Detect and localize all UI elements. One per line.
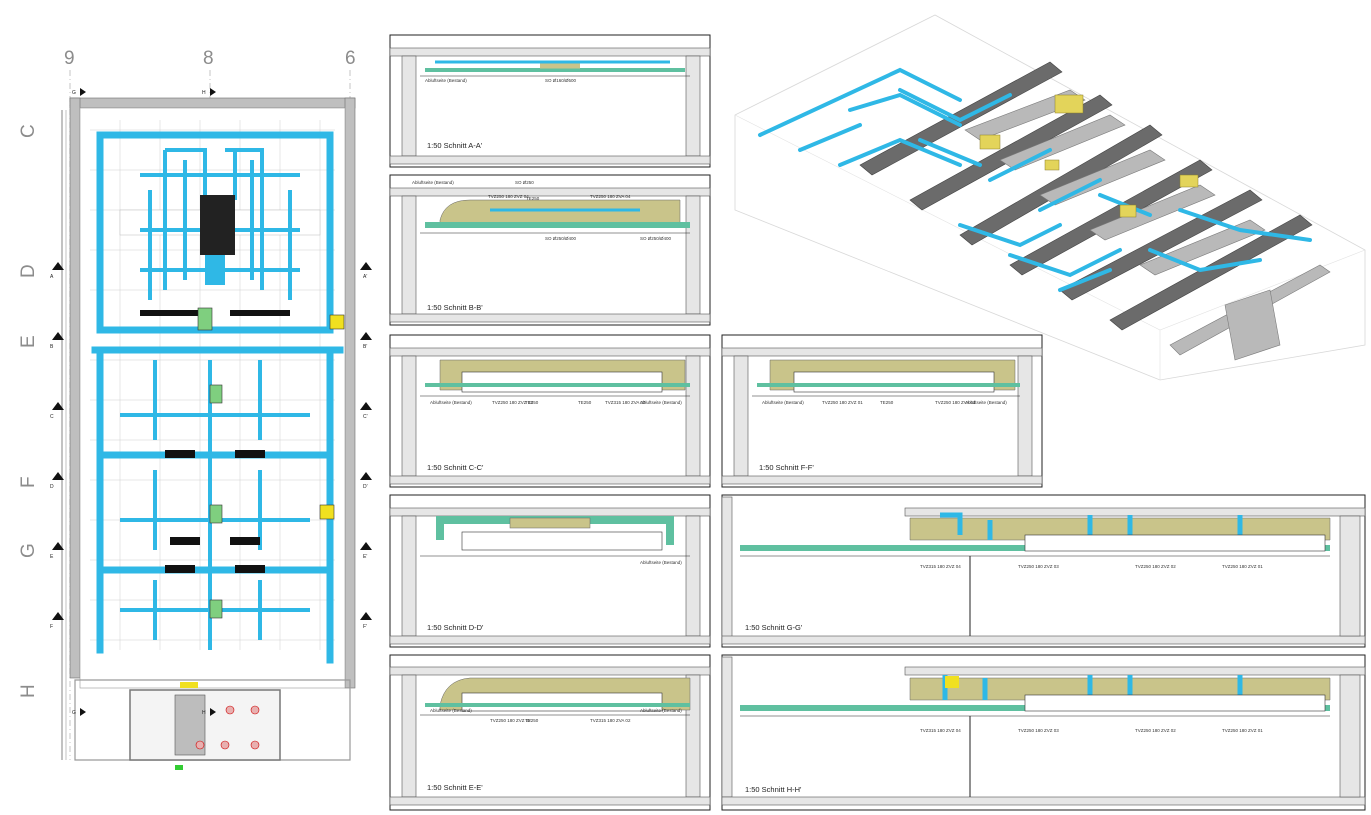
- section-gg: TVZ315 180 ZVZ 04 TVZ250 180 ZVZ 03 TVZ2…: [721, 494, 1366, 648]
- section-mark-A-prime: A': [363, 274, 367, 280]
- section-hh: TVZ315 180 ZVZ 04 TVZ250 180 ZVZ 03 TVZ2…: [721, 654, 1366, 811]
- section-ff: Abluftseite (Bestand) TVZ250 180 ZVZ 01 …: [721, 334, 1043, 488]
- section-mark-E-prime: E': [363, 554, 367, 560]
- bb-label-te: TE250: [526, 196, 540, 201]
- bb-label-so-2: SO Ø250/Ø400: [545, 236, 577, 241]
- cut-mark-G-top: G: [72, 90, 76, 96]
- section-bb-title: 1:50 Schnitt B-B': [427, 303, 483, 312]
- cc-label-te-2: TE250: [578, 400, 592, 405]
- section-mark-F: F: [50, 624, 53, 630]
- bb-label-exhaust: Abluftseite (Bestand): [412, 180, 454, 185]
- gg-label-3: TVZ250 180 ZVZ 02: [1135, 564, 1176, 569]
- cc-label-exhaust-1: Abluftseite (Bestand): [430, 400, 472, 405]
- section-marks: A A' B B' C C' D D': [50, 262, 372, 630]
- axis-label-H: H: [18, 684, 39, 698]
- cut-mark-G-bottom: G: [72, 710, 76, 716]
- section-ee: Abluftseite (Bestand) TVZ250 180 ZVZ 02 …: [389, 654, 711, 811]
- axis-label-D: D: [18, 264, 39, 278]
- dd-label-exhaust: Abluftseite (Bestand): [640, 560, 682, 565]
- bb-label-tvz-zvz: TVZ250 180 ZVZ 04: [488, 194, 529, 199]
- ff-label-exhaust-1: Abluftseite (Bestand): [762, 400, 804, 405]
- hh-label-2: TVZ250 180 ZVZ 03: [1018, 728, 1059, 733]
- section-ff-title: 1:50 Schnitt F-F': [759, 463, 814, 472]
- aa-label-exhaust: Abluftseite (Bestand): [425, 78, 467, 83]
- cc-label-tvz-zva: TVZ315 180 ZVA 03: [605, 400, 646, 405]
- cut-mark-H-top: H: [202, 90, 206, 96]
- ee-label-te: TE250: [525, 718, 539, 723]
- section-ee-title: 1:50 Schnitt E-E': [427, 783, 483, 792]
- axis-label-G: G: [18, 543, 39, 558]
- axis-side-labels: C D E F G H: [18, 124, 39, 698]
- section-dd: Abluftseite (Bestand) 1:50 Schnitt D-D': [389, 494, 711, 648]
- bb-label-so-3: SO Ø250/Ø400: [640, 236, 672, 241]
- bb-label-tvz-zva: TVZ250 180 ZVA 04: [590, 194, 631, 199]
- ff-label-te: TE250: [880, 400, 894, 405]
- ee-label-exhaust-1: Abluftseite (Bestand): [430, 708, 472, 713]
- axis-label-6: 6: [345, 48, 356, 69]
- section-mark-E: E: [50, 554, 54, 560]
- section-cc: Abluftseite (Bestand) TVZ250 180 ZVZ 03 …: [389, 334, 711, 488]
- section-mark-C-prime: C': [363, 414, 368, 420]
- floor-plan: 9 8 6 C D E F G H G H: [18, 48, 372, 770]
- ee-label-tvz-zvz: TVZ250 180 ZVZ 02: [490, 718, 531, 723]
- aa-label-so: SO Ø160/Ø500: [545, 78, 577, 83]
- section-bb: Abluftseite (Bestand) TVZ250 180 ZVZ 04 …: [389, 174, 711, 326]
- section-mark-B-prime: B': [363, 344, 367, 350]
- hh-label-1: TVZ315 180 ZVZ 04: [920, 728, 961, 733]
- section-mark-A: A: [50, 274, 54, 280]
- section-hh-title: 1:50 Schnitt H-H': [745, 785, 802, 794]
- ee-label-tvz-zva: TVZ315 180 ZVA 02: [590, 718, 631, 723]
- section-aa: Abluftseite (Bestand) SO Ø160/Ø500 1:50 …: [389, 34, 711, 168]
- bb-label-so: SO Ø250: [515, 180, 534, 185]
- hh-label-3: TVZ250 180 ZVZ 02: [1135, 728, 1176, 733]
- ff-label-exhaust-2: Abluftseite (Bestand): [965, 400, 1007, 405]
- section-aa-title: 1:50 Schnitt A-A': [427, 141, 483, 150]
- hh-label-4: TVZ250 180 ZVZ 01: [1222, 728, 1263, 733]
- section-mark-D: D: [50, 484, 54, 490]
- gg-label-1: TVZ315 180 ZVZ 04: [920, 564, 961, 569]
- ff-label-tvz-zva: TVZ250 180 ZVA 01: [935, 400, 976, 405]
- ee-label-exhaust-2: Abluftseite (Bestand): [640, 708, 682, 713]
- axis-label-C: C: [18, 124, 39, 138]
- axis-label-E: E: [18, 335, 39, 348]
- section-gg-title: 1:50 Schnitt G-G': [745, 623, 803, 632]
- section-mark-F-prime: F': [363, 624, 367, 630]
- section-dd-title: 1:50 Schnitt D-D': [427, 623, 484, 632]
- isometric-3d-view: [734, 14, 1366, 381]
- section-mark-B: B: [50, 344, 54, 350]
- cut-mark-H-bottom: H: [202, 710, 206, 716]
- cc-label-tvz-zvz: TVZ250 180 ZVZ 03: [492, 400, 533, 405]
- section-mark-C: C: [50, 414, 54, 420]
- axis-label-9: 9: [64, 48, 75, 69]
- cc-label-te-1: TE250: [525, 400, 539, 405]
- gg-label-2: TVZ250 180 ZVZ 03: [1018, 564, 1059, 569]
- section-cc-title: 1:50 Schnitt C-C': [427, 463, 484, 472]
- ff-label-tvz-zvz: TVZ250 180 ZVZ 01: [822, 400, 863, 405]
- section-mark-D-prime: D': [363, 484, 368, 490]
- axis-label-F: F: [18, 476, 39, 488]
- axis-label-8: 8: [203, 48, 214, 69]
- gg-label-4: TVZ250 180 ZVZ 01: [1222, 564, 1263, 569]
- cc-label-exhaust-2: Abluftseite (Bestand): [640, 400, 682, 405]
